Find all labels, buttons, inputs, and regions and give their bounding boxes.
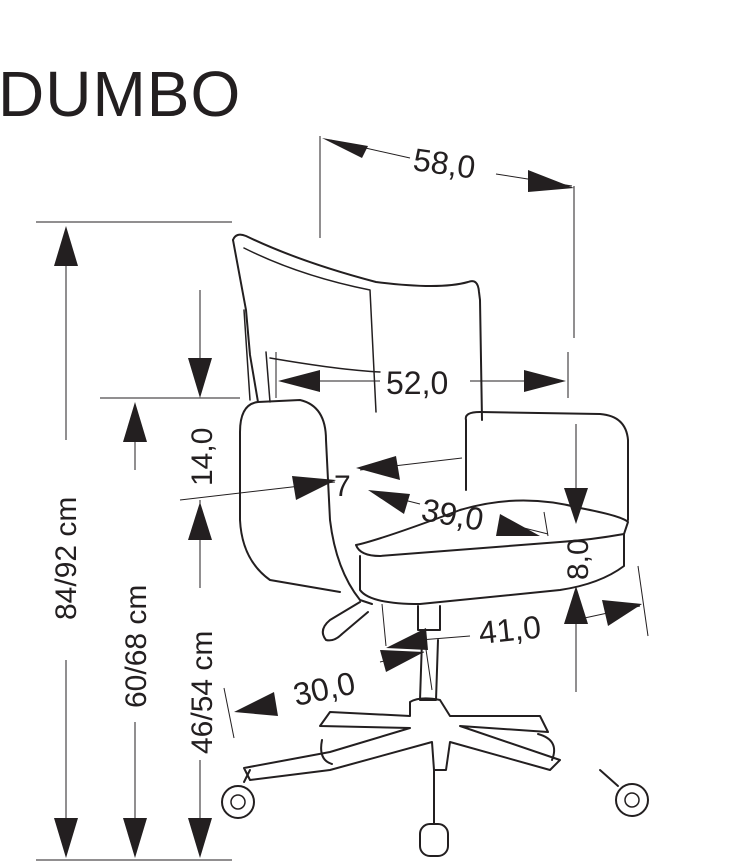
arrow-heads <box>54 138 642 858</box>
chair-outline <box>221 233 649 857</box>
label-backrest-lower: 14,0 <box>186 428 219 486</box>
label-total-height: 84/92 cm <box>50 497 83 620</box>
caster-right <box>599 769 649 817</box>
label-seat-depth-small: 7 <box>334 470 351 503</box>
label-backrest-width: 52,0 <box>386 365 448 401</box>
gas-lift <box>417 605 441 631</box>
label-base-radius: 30,0 <box>290 665 358 713</box>
backrest <box>232 233 483 421</box>
label-seat-depth: 39,0 <box>419 491 487 537</box>
star-base <box>243 697 561 781</box>
height-lever <box>321 601 369 642</box>
caster-back-left <box>320 739 333 765</box>
caster-left <box>221 769 255 819</box>
label-overall-width: 58,0 <box>411 141 478 185</box>
seat <box>355 499 629 557</box>
product-title: DUMBO <box>0 58 242 130</box>
left-armrest <box>239 401 341 593</box>
right-armrest <box>464 411 629 521</box>
label-armrest-height: 60/68 cm <box>120 585 153 708</box>
label-armrest-thickness: 8,0 <box>562 538 595 580</box>
caster-front <box>419 769 449 857</box>
caster-back-right <box>537 733 556 761</box>
label-overall-depth: 41,0 <box>477 609 543 651</box>
label-seat-height: 46/54 cm <box>186 631 219 754</box>
